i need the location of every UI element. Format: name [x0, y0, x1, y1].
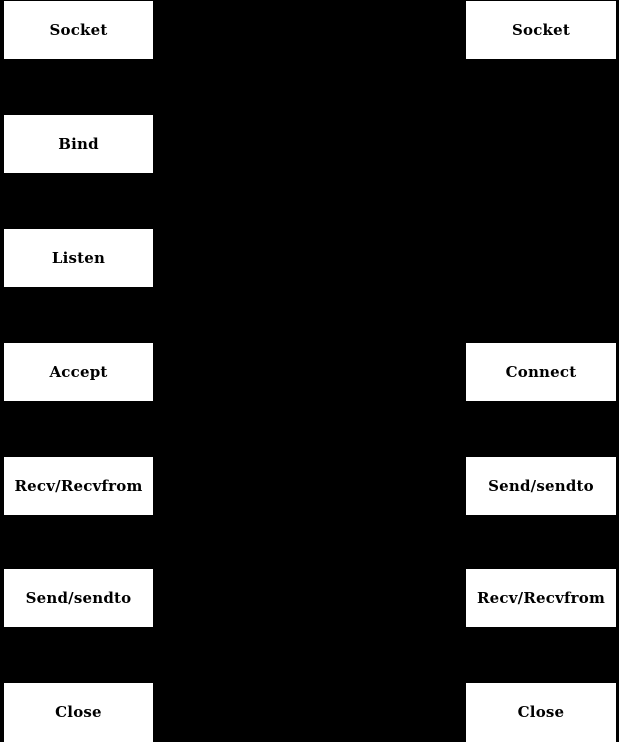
node-label: Socket: [511, 20, 571, 39]
node-label: Send/sendto: [488, 476, 594, 495]
node-label: Bind: [58, 134, 99, 153]
node-label: Close: [517, 703, 565, 721]
node-client-socket[interactable]: Socket: [466, 1, 616, 59]
node-client-connect[interactable]: Connect: [466, 343, 616, 401]
node-label: Accept: [49, 362, 108, 381]
client-column: Socket Connect Send/sendto Recv/Recvfrom…: [466, 0, 616, 742]
node-label: Recv/Recvfrom: [14, 476, 143, 495]
node-label: Close: [55, 703, 102, 721]
node-label: Recv/Recvfrom: [476, 588, 606, 607]
node-label: Send/sendto: [25, 588, 132, 607]
node-label: Connect: [505, 362, 577, 381]
node-client-send[interactable]: Send/sendto: [466, 457, 616, 515]
node-server-send[interactable]: Send/sendto: [4, 569, 153, 627]
node-server-recv[interactable]: Recv/Recvfrom: [4, 457, 153, 515]
node-label: Listen: [51, 248, 106, 267]
node-server-listen[interactable]: Listen: [4, 229, 153, 287]
node-server-socket[interactable]: Socket: [4, 1, 153, 59]
node-server-close[interactable]: Close: [4, 683, 153, 742]
node-client-close[interactable]: Close: [466, 683, 616, 742]
node-label: Socket: [49, 20, 108, 39]
server-column: Socket Bind Listen Accept Recv/Recvfrom …: [4, 0, 153, 742]
node-client-recv[interactable]: Recv/Recvfrom: [466, 569, 616, 627]
node-server-bind[interactable]: Bind: [4, 115, 153, 173]
node-server-accept[interactable]: Accept: [4, 343, 153, 401]
